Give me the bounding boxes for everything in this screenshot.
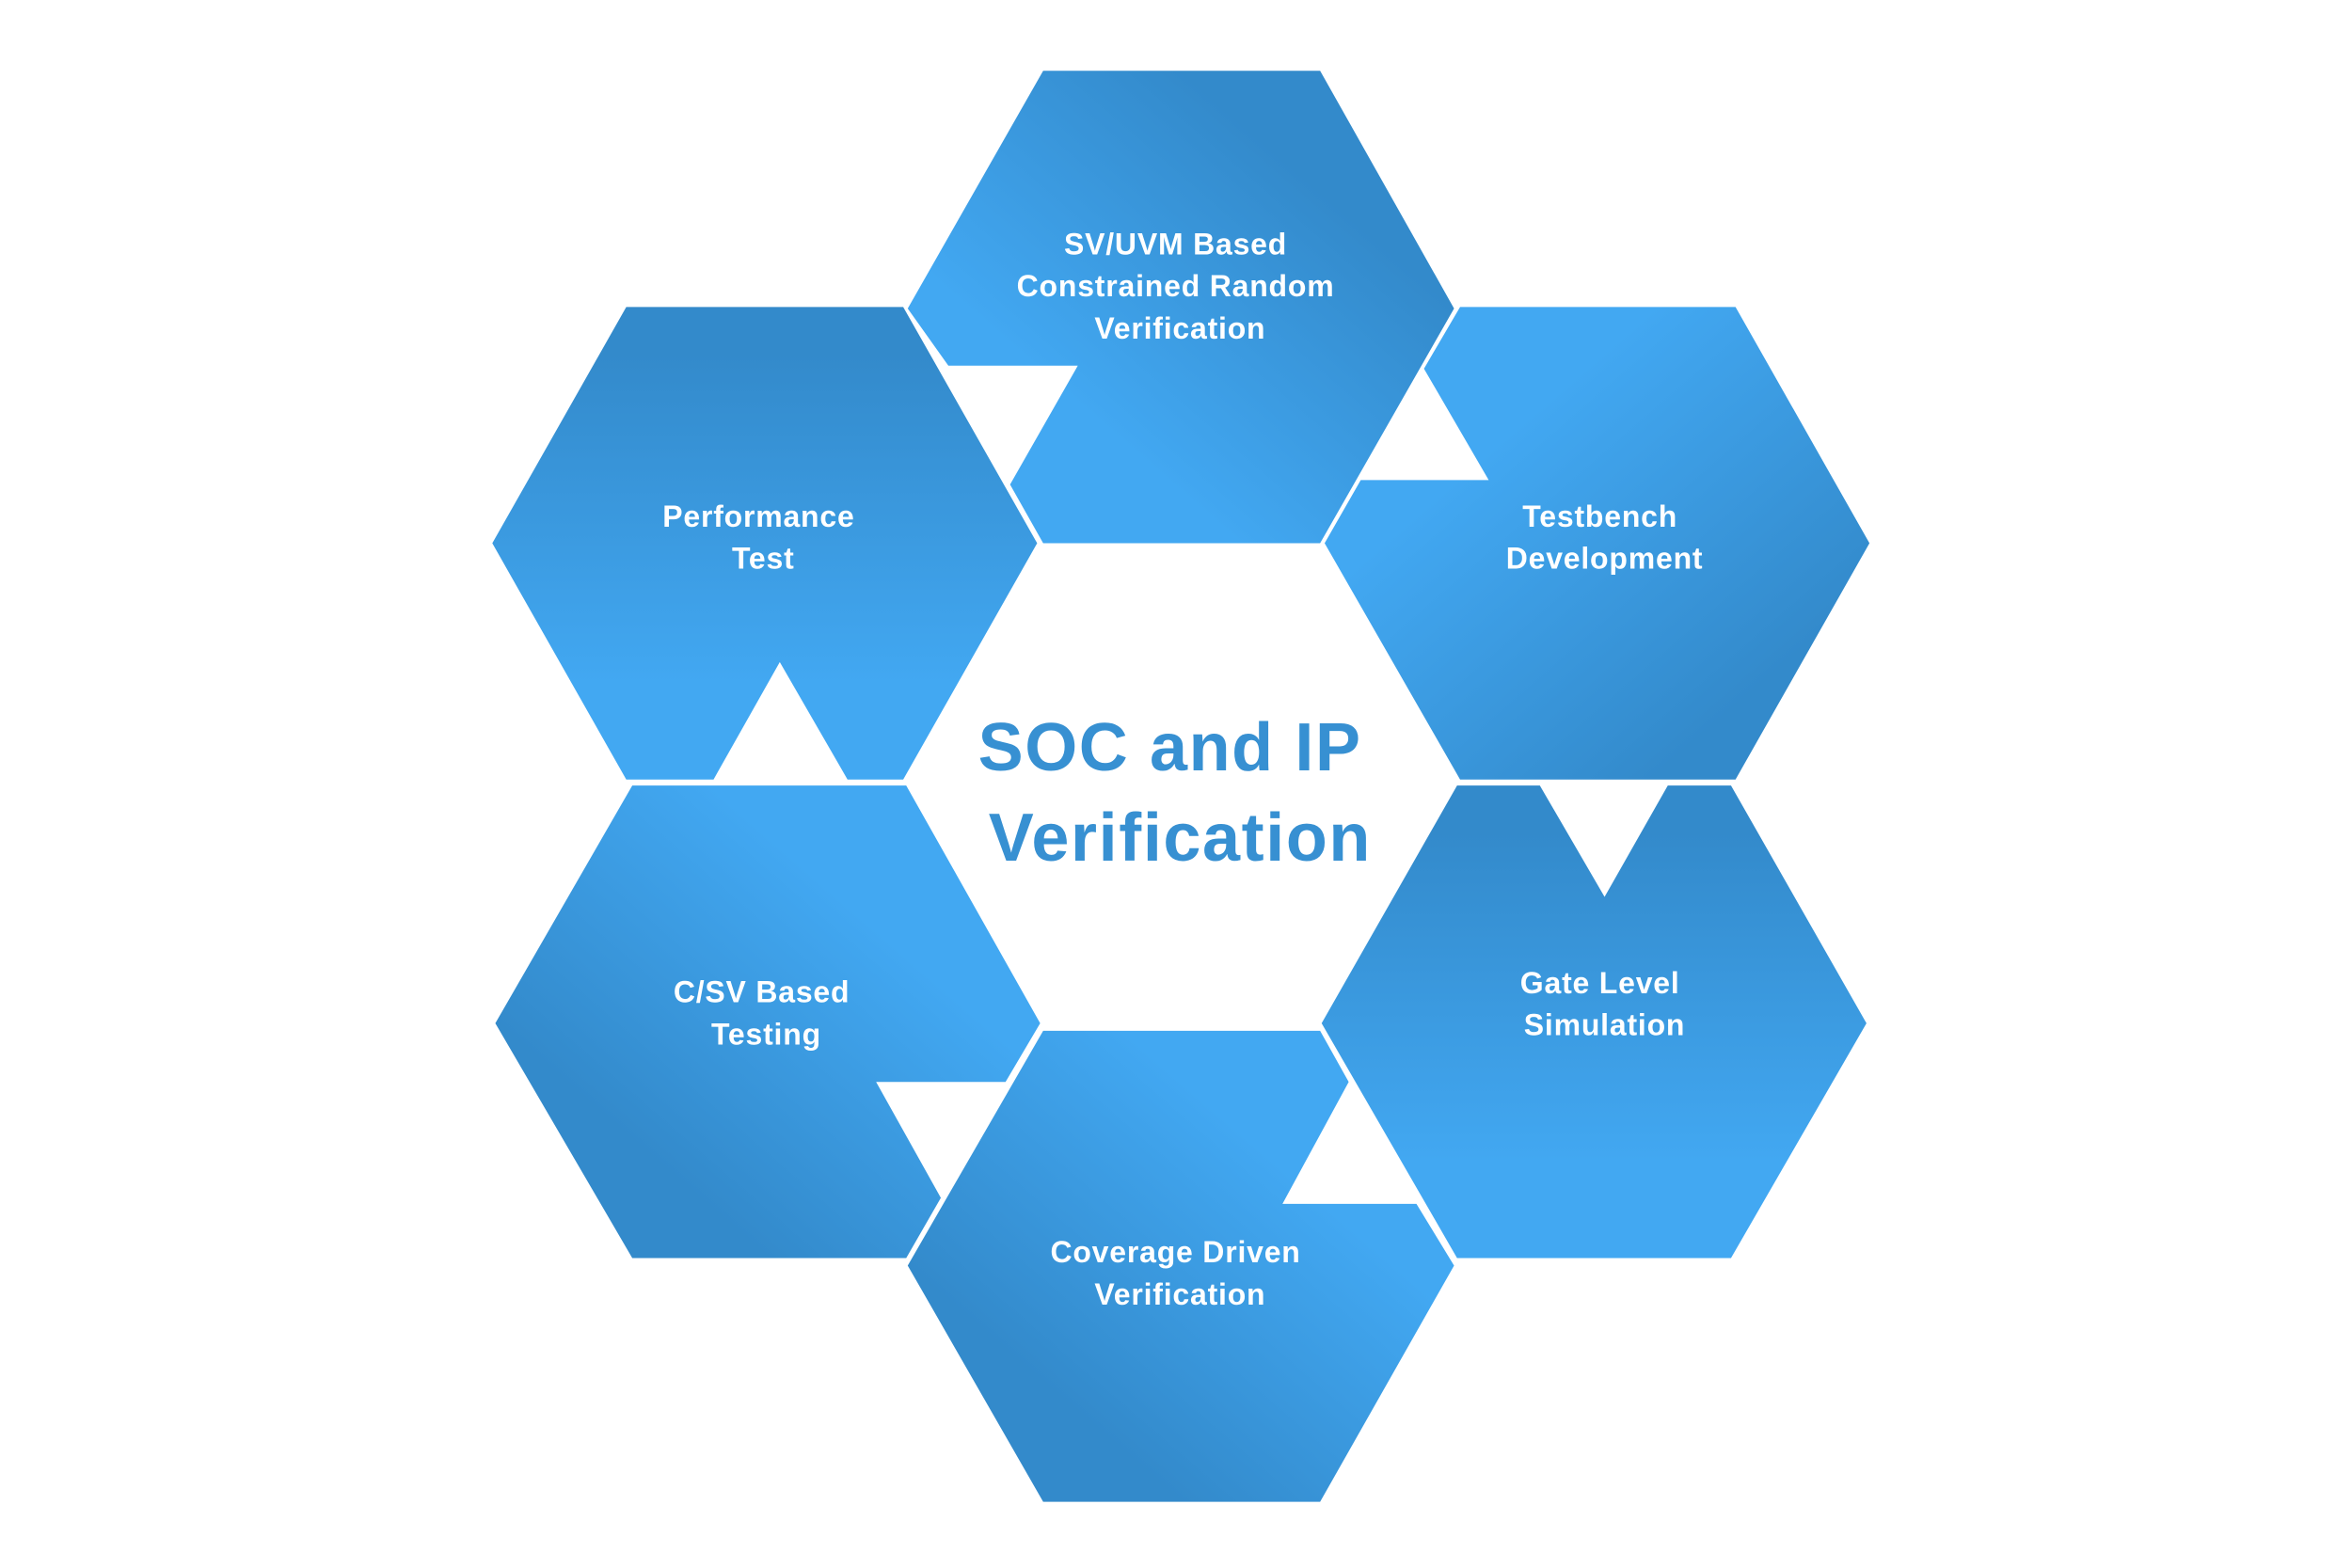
- hex-performance: Performance Test: [492, 307, 1038, 780]
- hex-label: Coverage Driven Verification: [1050, 1235, 1310, 1311]
- center-title: SOC and IP Verification: [978, 710, 1383, 876]
- hex-label: SV/UVM Based Constrained Random Verifica…: [1017, 227, 1344, 345]
- hex-gate-level: Gate Level Simulation: [1321, 785, 1867, 1259]
- hex-label: Performance Test: [662, 499, 864, 576]
- hex-label: Gate Level Simulation: [1520, 966, 1689, 1042]
- hex-c-sv: C/SV Based Testing: [495, 785, 1041, 1259]
- hex-label: Testbench Development: [1506, 499, 1704, 576]
- hex-coverage: Coverage Driven Verification: [907, 1030, 1454, 1502]
- hex-testbench: Testbench Development: [1324, 307, 1870, 780]
- hex-label: C/SV Based Testing: [674, 974, 859, 1051]
- hex-sv-uvm: SV/UVM Based Constrained Random Verifica…: [907, 71, 1454, 544]
